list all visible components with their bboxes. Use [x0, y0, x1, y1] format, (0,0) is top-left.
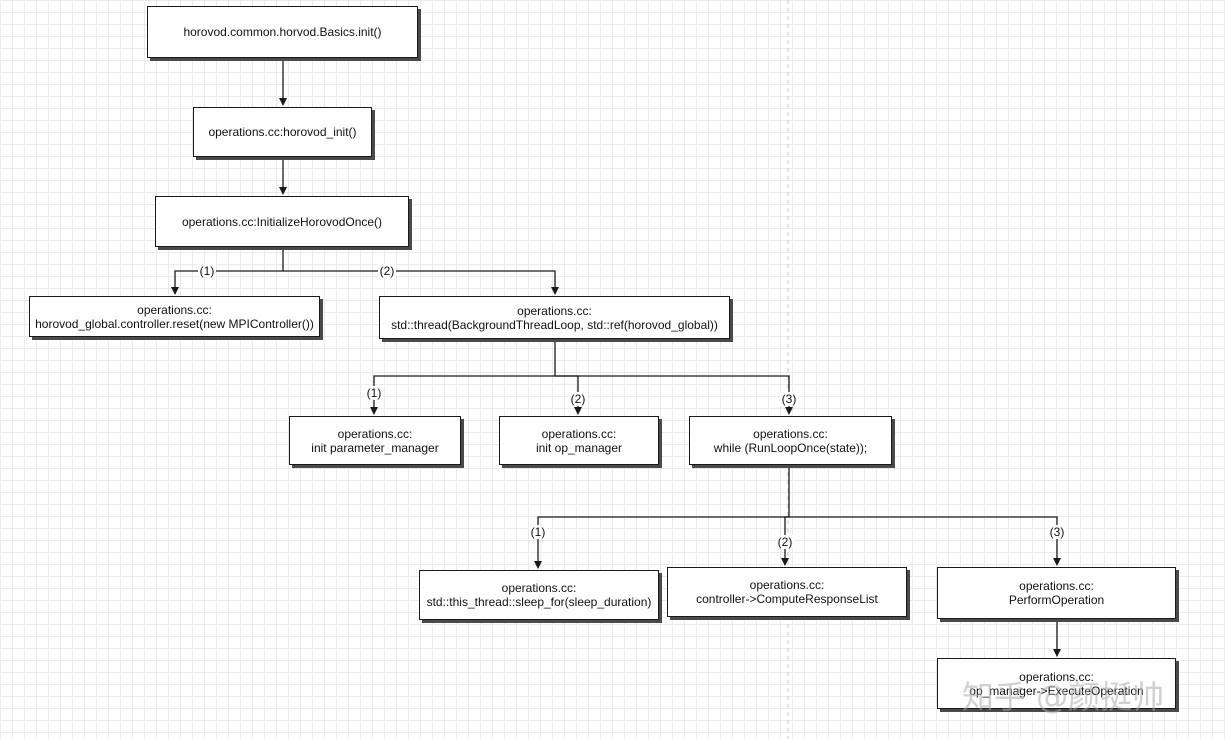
node-line-1: operations.cc:	[753, 426, 828, 441]
node-line-2: std::this_thread::sleep_for(sleep_durati…	[426, 595, 652, 609]
edge-label: (1)	[200, 264, 215, 278]
node-init-op-manager[interactable]: operations.cc: init op_manager	[499, 416, 659, 465]
node-run-loop-once[interactable]: operations.cc: while (RunLoopOnce(state)…	[689, 416, 892, 465]
node-controller-reset[interactable]: operations.cc: horovod_global.controller…	[29, 296, 320, 337]
edge-label: (3)	[782, 392, 797, 406]
edge-label: (1)	[367, 386, 382, 400]
node-compute-response-list[interactable]: operations.cc: controller->ComputeRespon…	[667, 567, 907, 617]
node-line-1: operations.cc:	[137, 302, 212, 317]
edge-label: (2)	[571, 392, 586, 406]
node-init-parameter-manager[interactable]: operations.cc: init parameter_manager	[289, 416, 461, 465]
edge-label: (3)	[1050, 525, 1065, 539]
node-text: operations.cc:InitializeHorovodOnce()	[181, 214, 383, 229]
node-line-1: operations.cc:	[1019, 669, 1094, 684]
edge-init-once-to-bg-thread	[283, 270, 559, 295]
edge-thread-to-run-loop	[555, 375, 793, 415]
node-line-1: operations.cc:	[541, 426, 617, 441]
node-line-1: operations.cc:	[517, 303, 592, 318]
node-line-1: operations.cc:	[749, 578, 825, 592]
edge-label: (1)	[531, 525, 546, 539]
node-line-2: init op_manager	[535, 440, 623, 455]
node-basics-init[interactable]: horovod.common.horvod.Basics.init()	[147, 6, 418, 58]
edge-label: (2)	[778, 535, 793, 549]
node-initialize-horovod-once[interactable]: operations.cc:InitializeHorovodOnce()	[155, 196, 409, 247]
node-line-2: PerformOperation	[1008, 593, 1105, 607]
node-op-manager-execute[interactable]: operations.cc: op_manager->ExecuteOperat…	[937, 658, 1176, 709]
edge-loop-to-sleep-for	[534, 516, 789, 569]
edge-init-once-to-controller-reset	[171, 270, 283, 295]
node-line-1: operations.cc:	[1019, 579, 1094, 593]
node-line-2: init parameter_manager	[311, 440, 439, 455]
node-horovod-init[interactable]: operations.cc:horovod_init()	[193, 107, 372, 157]
node-line-2: op_manager->ExecuteOperation	[969, 683, 1144, 698]
node-text: operations.cc:horovod_init()	[208, 125, 357, 139]
node-sleep-for[interactable]: operations.cc: std::this_thread::sleep_f…	[419, 570, 659, 620]
node-line-2: while (RunLoopOnce(state));	[713, 440, 868, 455]
edge-loop-to-perform-op	[789, 516, 1061, 566]
node-text: horovod.common.horvod.Basics.init()	[183, 25, 382, 39]
node-background-thread[interactable]: operations.cc: std::thread(BackgroundThr…	[379, 296, 730, 339]
node-perform-operation[interactable]: operations.cc: PerformOperation	[937, 567, 1176, 619]
node-line-1: operations.cc:	[337, 426, 413, 441]
node-line-1: operations.cc:	[501, 581, 577, 595]
edge-label: (2)	[380, 264, 395, 278]
node-line-2: controller->ComputeResponseList	[696, 592, 878, 606]
edge-thread-to-param-manager	[370, 375, 555, 415]
node-line-2: horovod_global.controller.reset(new MPIC…	[35, 316, 314, 331]
node-line-2: std::thread(BackgroundThreadLoop, std::r…	[391, 317, 718, 332]
